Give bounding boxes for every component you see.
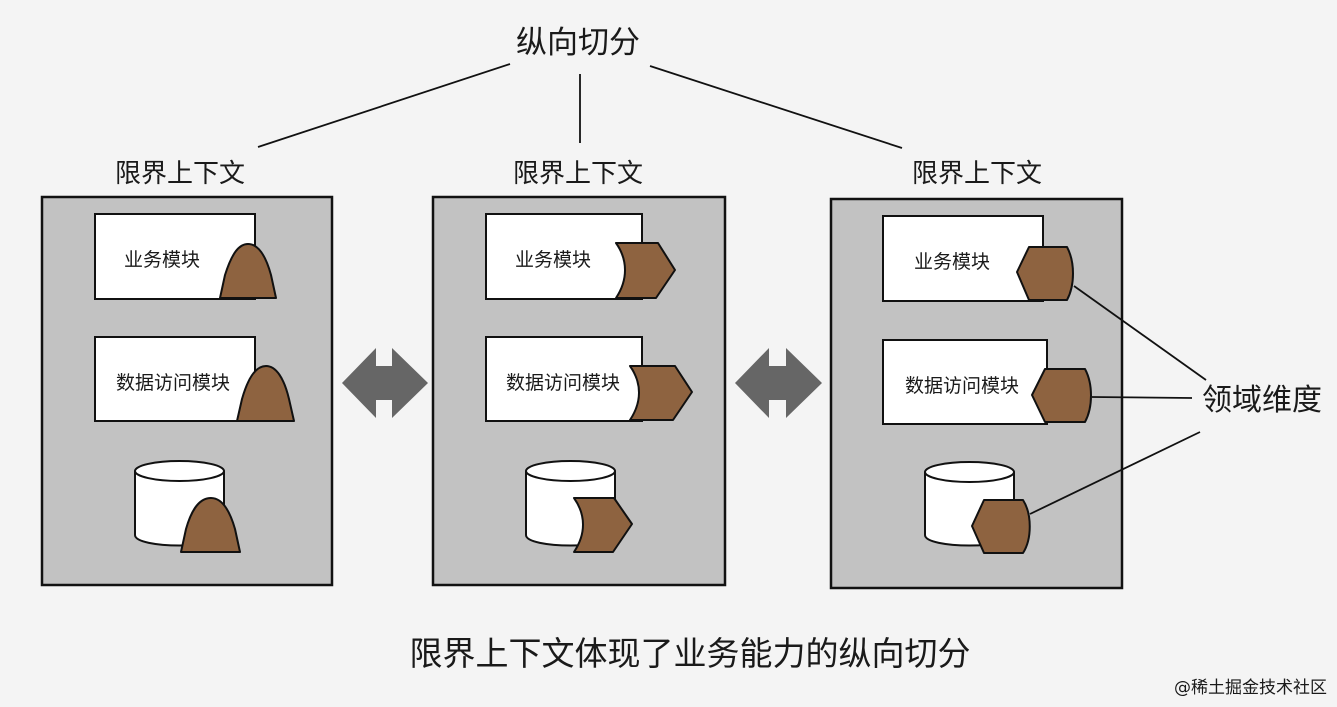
context-3-data-access-module-label: 数据访问模块 [905,375,1019,397]
diagram-caption: 限界上下文体现了业务能力的纵向切分 [410,634,971,673]
context-1-business-domain-shape [219,243,277,299]
context-2-business-domain-shape [615,242,676,299]
context-1-2-bidirectional-arrow [342,348,428,418]
context-2-business-module [485,213,643,300]
context-3-business-module-label: 业务模块 [914,251,990,273]
context-1-business-module-label: 业务模块 [124,249,200,271]
context-2-data-access-module-label: 数据访问模块 [506,372,620,394]
context-3-data-domain-shape [1031,368,1092,423]
top-split-label: 纵向切分 [516,25,640,61]
context-2-database-domain-shape [573,497,633,553]
domain-dimension-label: 领域维度 [1202,383,1322,418]
bounded-context-3: 限界上下文 业务模块 数据访问模块 [829,159,1124,590]
context-3-title: 限界上下文 [912,159,1042,189]
domain-callout-connector-top [1073,285,1207,381]
bounded-context-2: 限界上下文 业务模块 数据访问模块 [431,159,727,587]
context-2-data-access-module [485,336,643,422]
top-connector-left [257,63,511,148]
context-3-data-access-module [882,339,1048,425]
context-1-database-domain-shape [180,497,241,553]
domain-callout-connector-bottom [1029,431,1201,515]
context-2-business-module-label: 业务模块 [515,249,591,271]
context-1-data-domain-shape [236,365,295,422]
top-connector-right [649,65,903,149]
context-1-data-access-module-label: 数据访问模块 [116,372,230,394]
context-3-database-domain-shape [971,499,1031,554]
domain-callout-connector-middle [1091,396,1193,399]
context-1-title: 限界上下文 [115,159,245,189]
context-2-title: 限界上下文 [513,159,643,189]
source-watermark: @稀土掘金技术社区 [1174,678,1327,698]
context-2-3-bidirectional-arrow [735,348,822,418]
bounded-context-1: 限界上下文 业务模块 数据访问模块 [40,159,334,587]
context-2-data-domain-shape [629,365,693,421]
context-3-business-module [882,215,1044,302]
context-1-data-access-module [94,336,256,422]
context-3-business-domain-shape [1016,246,1074,301]
